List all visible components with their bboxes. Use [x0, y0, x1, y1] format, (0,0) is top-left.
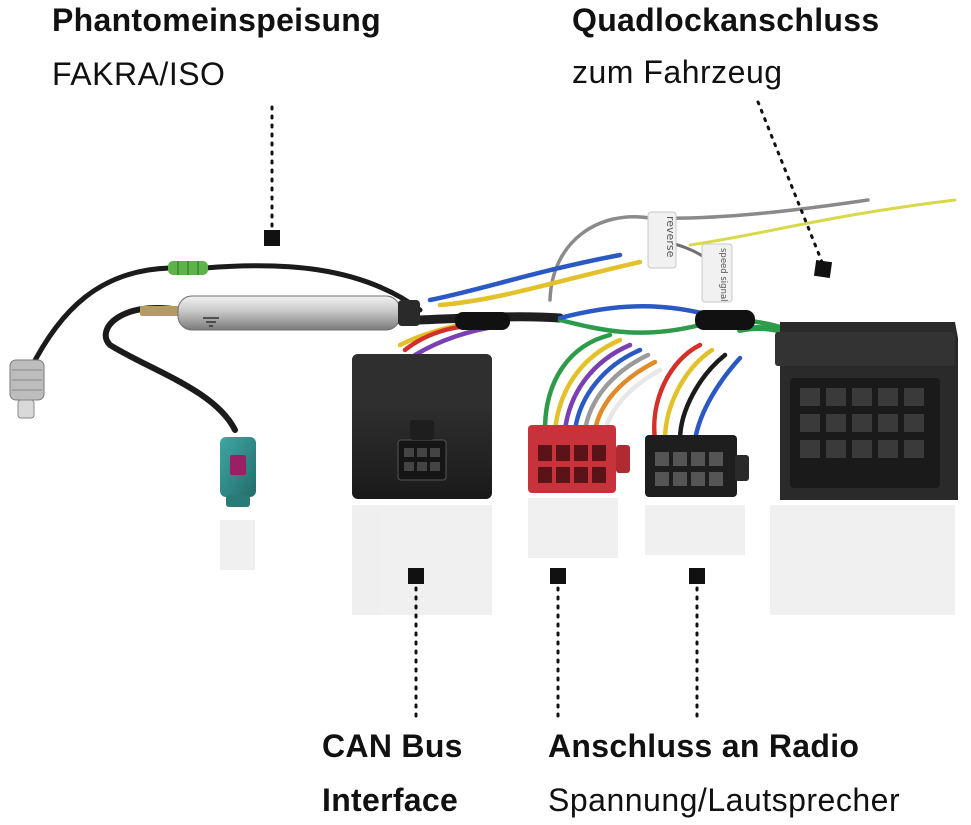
iso-speaker-connector — [645, 435, 749, 497]
iso-power-connector — [528, 425, 630, 493]
marker-phantom — [264, 230, 280, 246]
wire-tag-speed-text: speed signal — [718, 248, 728, 302]
heat-shrink-sleeves — [455, 310, 755, 330]
phantom-subtitle: FAKRA/ISO — [52, 56, 226, 92]
quadlock-connector — [775, 322, 958, 500]
can-bus-box — [352, 354, 492, 499]
antenna-cables — [27, 263, 423, 433]
wire-tag-speed: speed signal — [701, 243, 733, 303]
iso-antenna-plug — [9, 359, 45, 419]
leader-lines — [270, 100, 824, 720]
phantom-title: Phantomeinspeisung — [52, 2, 381, 38]
floor-reflection — [220, 498, 955, 615]
radio-subtitle: Spannung/Lautsprecher — [548, 782, 901, 818]
marker-quadlock — [813, 259, 833, 279]
wire-tag-reverse-text: reverse — [664, 216, 677, 258]
quadlock-title: Quadlockanschluss — [572, 2, 880, 38]
leader-markers — [264, 230, 833, 584]
phantom-adapter — [140, 261, 420, 331]
can-bus-label-line2: Interface — [322, 782, 459, 818]
marker-can — [408, 568, 424, 584]
marker-iso-power — [550, 568, 566, 584]
wire-tag-reverse: reverse — [647, 211, 677, 269]
radio-title: Anschluss an Radio — [548, 728, 860, 764]
can-bus-label-line1: CAN Bus — [322, 728, 463, 764]
marker-iso-speaker — [689, 568, 705, 584]
fakra-plug — [220, 437, 256, 507]
ground-symbol-icon — [203, 317, 219, 327]
quadlock-subtitle: zum Fahrzeug — [572, 54, 783, 90]
gray-wires — [548, 198, 957, 302]
